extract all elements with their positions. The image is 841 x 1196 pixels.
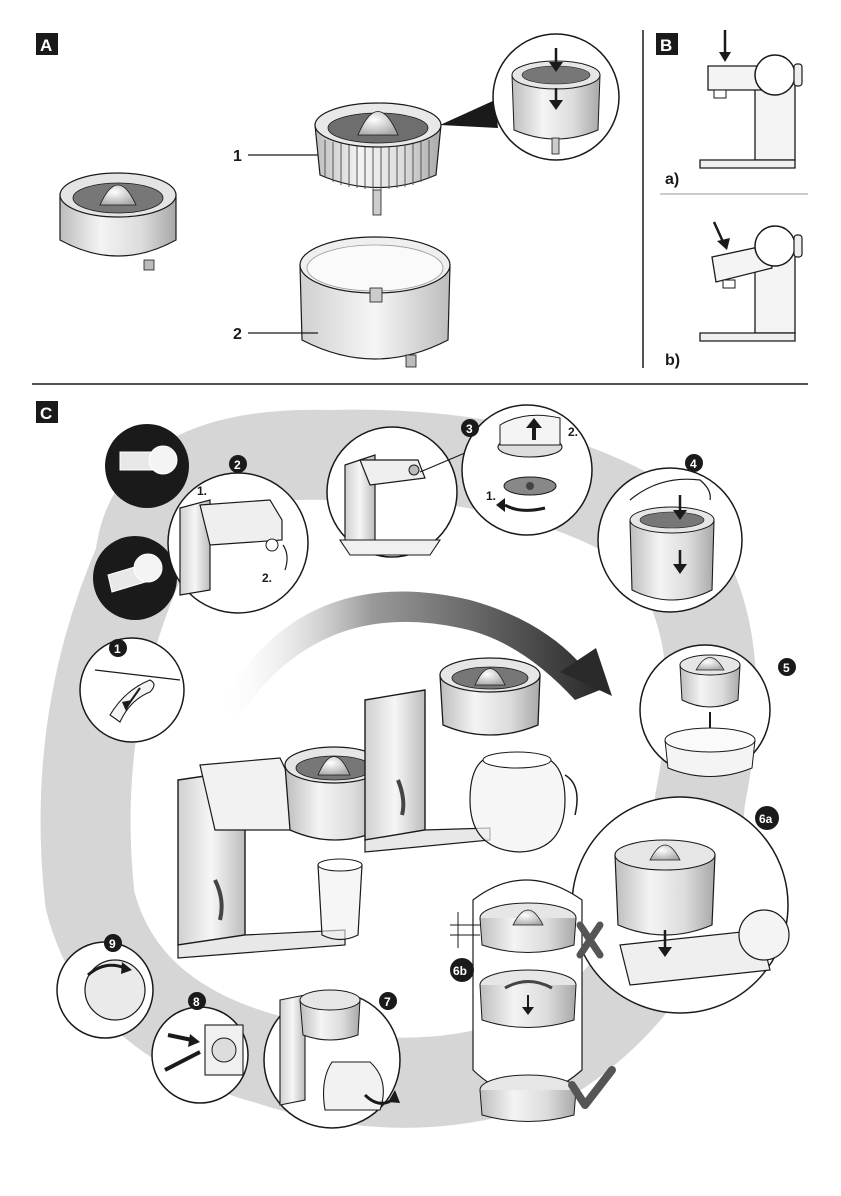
step-8-number: 8	[193, 995, 200, 1009]
view-tilted-small	[93, 536, 177, 620]
step-4-number: 4	[690, 457, 697, 471]
view-straight-small	[105, 424, 189, 508]
sub-label-a: a)	[665, 171, 679, 188]
juice-filter: 1	[233, 103, 441, 215]
step-3-stand-circle	[327, 427, 457, 557]
assembled-juicer	[60, 173, 176, 270]
juice-container: 2	[233, 237, 450, 367]
step-2-sub-2: 2.	[262, 571, 272, 585]
step-1-number: 1	[114, 642, 121, 656]
step-1-circle: 1	[80, 638, 184, 742]
stand-tilted: b)	[665, 222, 802, 369]
section-b-letter: B	[660, 36, 672, 55]
juicer-appliance-front	[178, 747, 383, 958]
step-5-circle: 5	[640, 645, 796, 777]
step-3-sub-1: 1.	[486, 489, 496, 503]
step-2-sub-1: 1.	[197, 484, 207, 498]
step-5-number: 5	[783, 661, 790, 675]
step-9-number: 9	[109, 937, 116, 951]
step-7-circle: 7	[264, 990, 400, 1128]
sub-label-b: b)	[665, 352, 680, 369]
stand-straight: a)	[665, 30, 802, 188]
callout-2: 2	[233, 326, 242, 343]
step-6a-number: 6a	[759, 812, 773, 826]
section-c: C 1. 2. 2	[36, 401, 796, 1128]
callout-1: 1	[233, 148, 242, 165]
juicer-appliance-back	[365, 658, 577, 852]
step-3-sub-2: 2.	[568, 425, 578, 439]
step-7-number: 7	[384, 995, 391, 1009]
filter-detail-circle	[440, 34, 619, 160]
step-6b-number: 6b	[453, 964, 467, 978]
section-a-letter: A	[40, 36, 52, 55]
step-3-number: 3	[466, 422, 473, 436]
section-b: B a) b)	[656, 30, 808, 369]
section-c-letter: C	[40, 404, 52, 423]
step-6a-circle: 6a	[572, 797, 789, 1013]
step-2-number: 2	[234, 458, 241, 472]
section-a: A 1	[36, 33, 619, 367]
